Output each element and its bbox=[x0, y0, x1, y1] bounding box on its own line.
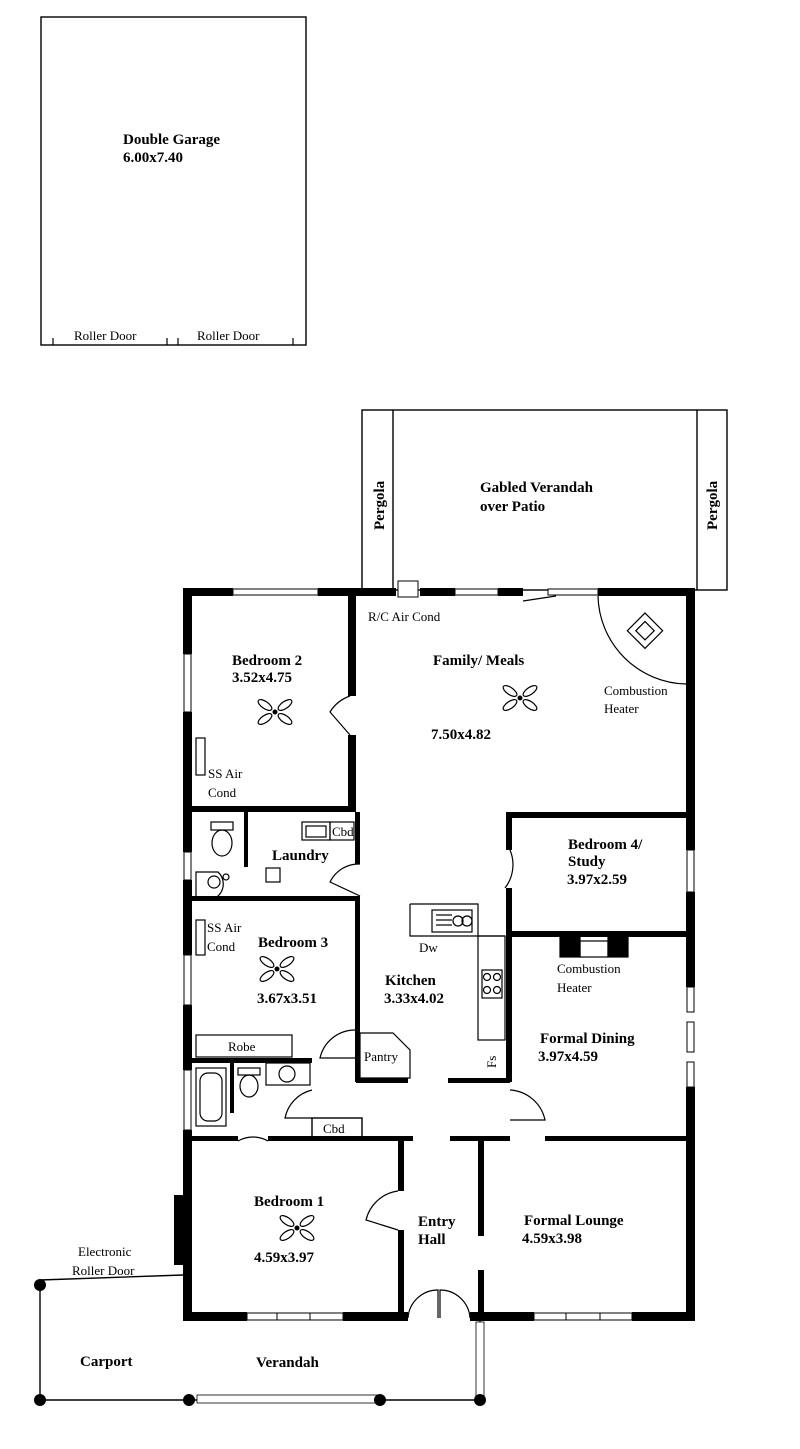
kitchen-fridge-space: Fs bbox=[484, 1056, 499, 1068]
garage-roller-door-left: Roller Door bbox=[74, 328, 137, 343]
laundry-toilet-icon bbox=[210, 821, 234, 831]
carport-verandah bbox=[34, 1274, 486, 1406]
bedroom2-aircon-line1: SS Air bbox=[208, 766, 243, 781]
carport-title: Carport bbox=[80, 1354, 133, 1370]
bedroom3-robe: Robe bbox=[228, 1039, 256, 1054]
family-heater-line1: Combustion bbox=[604, 683, 668, 698]
family-fan-icon bbox=[500, 682, 540, 714]
sink-icon bbox=[431, 909, 473, 933]
formal-dining-size: 3.97x4.59 bbox=[538, 1049, 598, 1065]
bedroom4-size: 3.97x2.59 bbox=[567, 872, 627, 888]
laundry-title: Laundry bbox=[272, 848, 329, 864]
formal-lounge-size: 4.59x3.98 bbox=[522, 1231, 582, 1247]
garage-size: 6.00x7.40 bbox=[123, 150, 183, 166]
garage-roller-door-right: Roller Door bbox=[197, 328, 260, 343]
family-heater-line2: Heater bbox=[604, 701, 639, 716]
bedroom2-title: Bedroom 2 bbox=[232, 653, 302, 669]
pergola-left-label: Pergola bbox=[372, 480, 388, 530]
hall-cupboard: Cbd bbox=[323, 1121, 345, 1136]
bedroom3-size: 3.67x3.51 bbox=[257, 991, 317, 1007]
cooktop-icon bbox=[481, 969, 503, 999]
garage-title: Double Garage bbox=[123, 132, 220, 148]
verandah-title-line2: over Patio bbox=[480, 499, 545, 515]
rc-aircon-label: R/C Air Cond bbox=[368, 609, 441, 624]
carport-door-line2: Roller Door bbox=[72, 1263, 135, 1278]
bedroom1-fan-icon bbox=[277, 1212, 317, 1244]
rc-aircon-unit bbox=[397, 580, 419, 598]
fixtures bbox=[195, 612, 664, 1127]
interior-walls bbox=[192, 596, 688, 1315]
laundry-basin-icon bbox=[195, 871, 224, 901]
room-labels: R/C Air Cond Family/ Meals 7.50x4.82 Com… bbox=[72, 609, 668, 1371]
formal-lounge-title: Formal Lounge bbox=[524, 1213, 624, 1229]
kitchen-dishwasher: Dw bbox=[419, 940, 438, 955]
bedroom1-title: Bedroom 1 bbox=[254, 1194, 324, 1210]
windows bbox=[183, 580, 695, 1321]
bath-icon bbox=[195, 1067, 227, 1127]
gabled-verandah: Gabled Verandah over Patio Pergola Pergo… bbox=[361, 409, 728, 591]
bedroom3-title: Bedroom 3 bbox=[258, 935, 328, 951]
bedroom3-aircon-line1: SS Air bbox=[207, 920, 242, 935]
front-verandah-title: Verandah bbox=[256, 1355, 319, 1371]
pantry-icon bbox=[359, 1032, 411, 1079]
carport-door-line1: Electronic bbox=[78, 1244, 132, 1259]
bedroom2-size: 3.52x4.75 bbox=[232, 670, 292, 686]
laundry-cupboard: Cbd bbox=[332, 824, 354, 839]
bedroom3-aircon-line2: Cond bbox=[207, 939, 236, 954]
pergola-right-label: Pergola bbox=[705, 480, 721, 530]
verandah-title-line1: Gabled Verandah bbox=[480, 480, 594, 496]
entry-hall-line1: Entry bbox=[418, 1214, 456, 1230]
combustion-heater-dining-icon bbox=[559, 936, 581, 958]
combustion-heater-family-icon bbox=[626, 612, 664, 650]
door-swings bbox=[237, 595, 687, 1319]
double-garage: Double Garage 6.00x7.40 Roller Door Roll… bbox=[40, 16, 307, 346]
bedroom2-aircon-line2: Cond bbox=[208, 785, 237, 800]
entry-hall-line2: Hall bbox=[418, 1232, 446, 1248]
exterior-walls bbox=[174, 588, 695, 1321]
floor-waste-icon bbox=[265, 867, 281, 883]
dining-heater-line2: Heater bbox=[557, 980, 592, 995]
bedroom2-fan-icon bbox=[255, 696, 295, 728]
bedroom1-size: 4.59x3.97 bbox=[254, 1250, 315, 1266]
bedroom4-title: Bedroom 4/ bbox=[568, 837, 643, 853]
kitchen-size: 3.33x4.02 bbox=[384, 991, 444, 1007]
kitchen-pantry: Pantry bbox=[364, 1049, 398, 1064]
formal-dining-title: Formal Dining bbox=[540, 1031, 635, 1047]
dining-heater-line1: Combustion bbox=[557, 961, 621, 976]
toilet-icon bbox=[237, 1067, 261, 1076]
bedroom3-fan-icon bbox=[257, 953, 297, 985]
family-meals-size: 7.50x4.82 bbox=[431, 727, 491, 743]
bedroom4-subtitle: Study bbox=[568, 854, 606, 870]
kitchen-title: Kitchen bbox=[385, 973, 436, 989]
family-meals-title: Family/ Meals bbox=[433, 653, 524, 669]
